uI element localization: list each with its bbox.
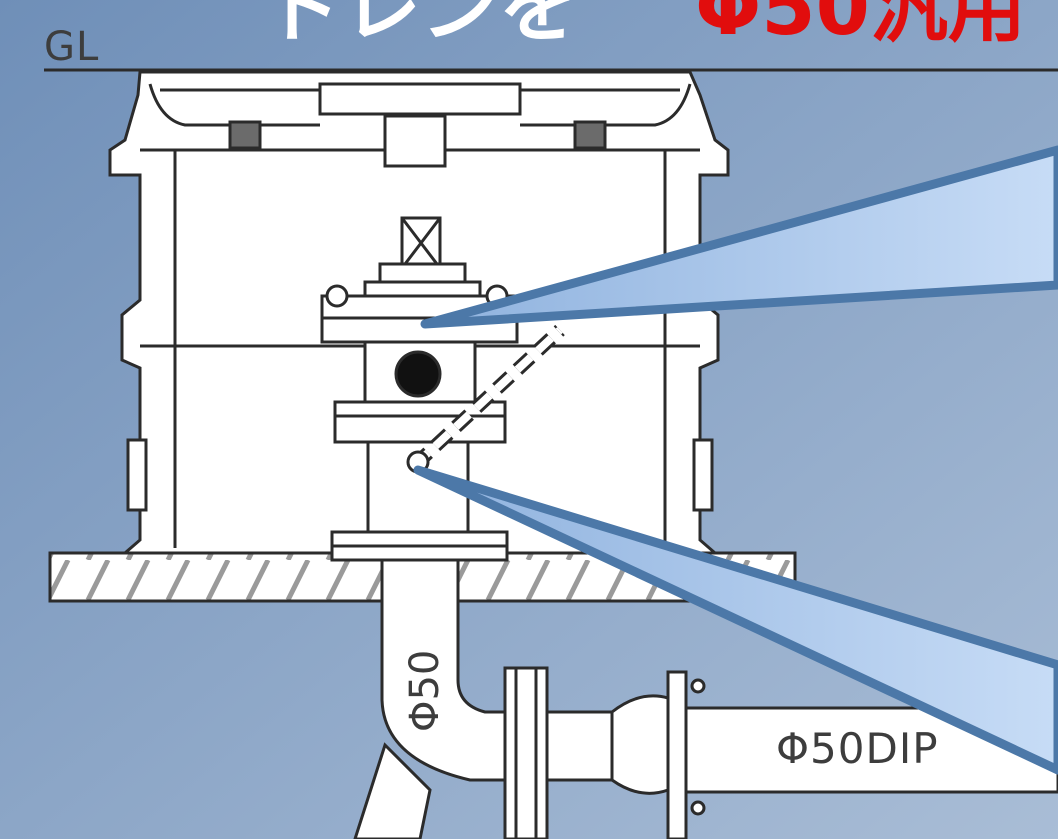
valve-float-ball xyxy=(394,350,442,398)
callout-upper xyxy=(420,145,1058,329)
piping xyxy=(353,558,1058,839)
header-title-prefix: ドレンを xyxy=(265,0,578,53)
horizontal-pipe-label: Φ50DIP xyxy=(776,724,939,773)
callout-lower xyxy=(413,465,1058,775)
ground-level-label: GL xyxy=(44,24,100,70)
vertical-pipe-label: Φ50 xyxy=(402,649,448,732)
header-title-highlight: Φ50汎用 xyxy=(695,0,1026,53)
